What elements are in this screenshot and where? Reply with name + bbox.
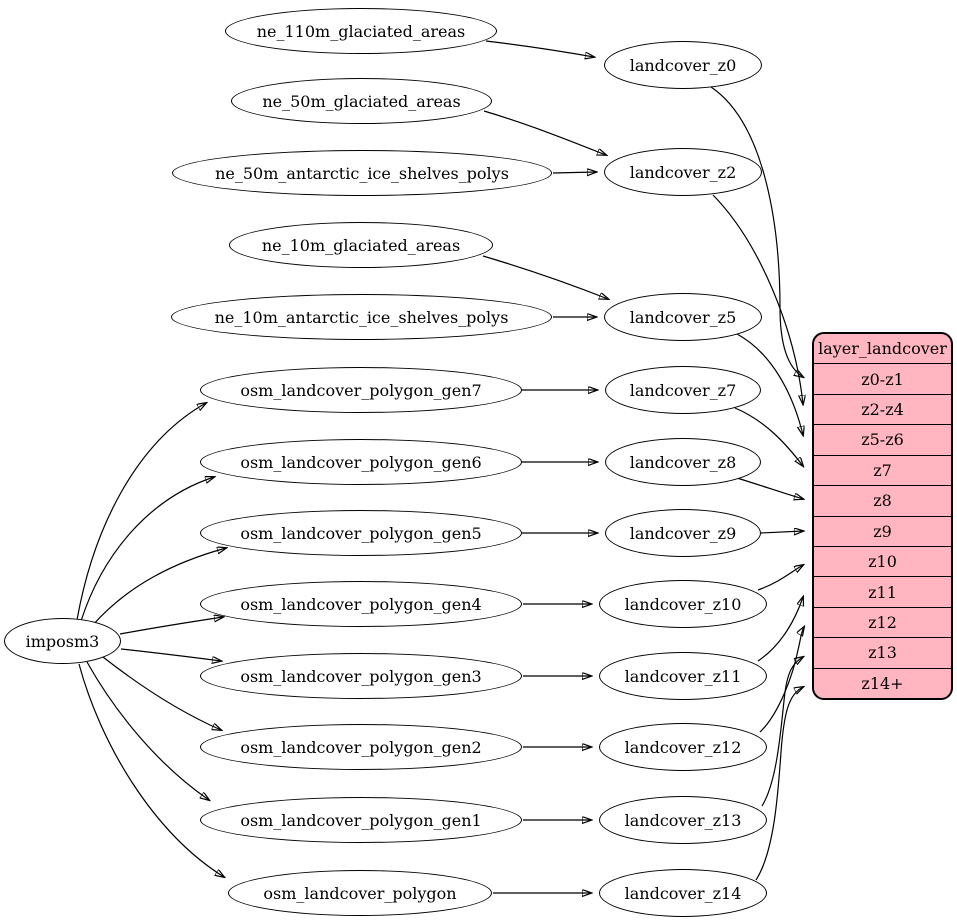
node-imposm3: imposm3 [4, 618, 121, 664]
node-landcover-z2: landcover_z2 [604, 148, 762, 196]
edge-imposm3-gen5 [91, 548, 226, 627]
node-ne-110m-glaciated-areas: ne_110m_glaciated_areas [225, 8, 497, 54]
node-osm-landcover-polygon-gen4: osm_landcover_polygon_gen4 [200, 581, 522, 627]
layer-row-z12: z12 [814, 606, 951, 637]
layer-landcover-record: layer_landcover z0-z1 z2-z4 z5-z6 z7 z8 … [812, 332, 953, 700]
node-osm-landcover-polygon-gen7: osm_landcover_polygon_gen7 [200, 367, 522, 413]
edge-imposm3-polygon [78, 663, 224, 877]
edge-imposm3-gen7 [76, 403, 206, 621]
edge-z14-row [755, 687, 803, 881]
node-label: landcover_z9 [629, 523, 737, 543]
node-landcover-z12: landcover_z12 [599, 723, 767, 771]
layer-row-z13: z13 [814, 637, 951, 667]
node-label: landcover_z14 [624, 883, 742, 903]
node-osm-landcover-polygon-gen1: osm_landcover_polygon_gen1 [200, 797, 522, 843]
node-label: osm_landcover_polygon_gen7 [240, 380, 482, 400]
node-label: osm_landcover_polygon [263, 883, 457, 903]
edge-z13-row [761, 657, 803, 807]
edge-ne50mant-z2 [552, 172, 596, 173]
layer-row-z10: z10 [814, 545, 951, 576]
node-landcover-z13: landcover_z13 [599, 796, 767, 844]
node-osm-landcover-polygon-gen5: osm_landcover_polygon_gen5 [200, 510, 522, 556]
node-osm-landcover-polygon: osm_landcover_polygon [228, 870, 492, 916]
node-landcover-z5: landcover_z5 [604, 293, 762, 341]
edge-imposm3-gen6 [80, 477, 214, 622]
edge-z12-row [759, 627, 804, 733]
edge-z7-row [734, 407, 803, 466]
node-ne-10m-glaciated-areas: ne_10m_glaciated_areas [229, 222, 493, 268]
node-label: ne_10m_glaciated_areas [261, 235, 461, 255]
node-label: osm_landcover_polygon_gen2 [240, 737, 482, 757]
node-label: landcover_z0 [629, 55, 737, 75]
layer-row-z0-z1: z0-z1 [814, 363, 951, 393]
node-label: osm_landcover_polygon_gen5 [240, 523, 482, 543]
node-label: osm_landcover_polygon_gen3 [240, 666, 482, 686]
node-label: osm_landcover_polygon_gen1 [240, 810, 482, 830]
edge-ne50mglac-z2 [483, 110, 606, 155]
edge-z0-row [710, 86, 803, 377]
node-landcover-z14: landcover_z14 [599, 869, 767, 917]
layer-row-z14plus: z14+ [814, 667, 951, 698]
node-ne-50m-glaciated-areas: ne_50m_glaciated_areas [231, 78, 492, 124]
node-label: landcover_z12 [624, 737, 742, 757]
layer-row-z5-z6: z5-z6 [814, 424, 951, 454]
layer-row-z8: z8 [814, 485, 951, 515]
edge-ne110m-z0 [485, 40, 594, 57]
node-label: osm_landcover_polygon_gen6 [240, 452, 482, 472]
node-ne-50m-antarctic-ice-shelves-polys: ne_50m_antarctic_ice_shelves_polys [172, 150, 552, 196]
layer-row-z2-z4: z2-z4 [814, 393, 951, 424]
node-osm-landcover-polygon-gen3: osm_landcover_polygon_gen3 [200, 653, 522, 699]
node-label: landcover_z11 [624, 666, 742, 686]
node-label: landcover_z8 [629, 452, 737, 472]
node-landcover-z10: landcover_z10 [599, 580, 767, 628]
node-osm-landcover-polygon-gen6: osm_landcover_polygon_gen6 [200, 439, 522, 485]
node-label: landcover_z5 [629, 307, 737, 327]
node-imposm3-label: imposm3 [25, 631, 100, 651]
node-label: ne_110m_glaciated_areas [256, 21, 466, 41]
edge-z8-row [736, 477, 803, 499]
node-ne-10m-antarctic-ice-shelves-polys: ne_10m_antarctic_ice_shelves_polys [171, 294, 552, 340]
edge-z11-row [757, 597, 803, 662]
layer-row-z9: z9 [814, 515, 951, 546]
node-osm-landcover-polygon-gen2: osm_landcover_polygon_gen2 [200, 724, 522, 770]
edge-imposm3-gen4 [119, 617, 223, 635]
node-label: landcover_z10 [624, 594, 742, 614]
layer-title: layer_landcover [818, 339, 947, 359]
layer-row-z7: z7 [814, 454, 951, 485]
edge-z5-row [736, 333, 803, 435]
node-label: osm_landcover_polygon_gen4 [240, 594, 482, 614]
edge-imposm3-gen1 [86, 661, 209, 800]
edge-z9-row [760, 531, 803, 533]
edge-z10-row [757, 565, 803, 591]
layer-row-z11: z11 [814, 576, 951, 606]
edge-ne10mglac-z5 [482, 255, 608, 299]
node-landcover-z7: landcover_z7 [605, 366, 761, 414]
node-label: landcover_z2 [629, 162, 737, 182]
node-label: ne_50m_glaciated_areas [262, 91, 461, 111]
edge-imposm3-gen2 [102, 656, 221, 730]
node-landcover-z0: landcover_z0 [604, 41, 762, 89]
node-landcover-z9: landcover_z9 [605, 509, 761, 557]
node-landcover-z8: landcover_z8 [605, 438, 761, 486]
node-label: landcover_z7 [629, 380, 737, 400]
edge-imposm3-gen3 [120, 648, 221, 661]
node-label: ne_10m_antarctic_ice_shelves_polys [214, 307, 509, 327]
edge-z2-row [712, 194, 803, 404]
node-label: landcover_z13 [624, 810, 742, 830]
node-landcover-z11: landcover_z11 [599, 652, 767, 700]
node-label: ne_50m_antarctic_ice_shelves_polys [215, 163, 509, 183]
